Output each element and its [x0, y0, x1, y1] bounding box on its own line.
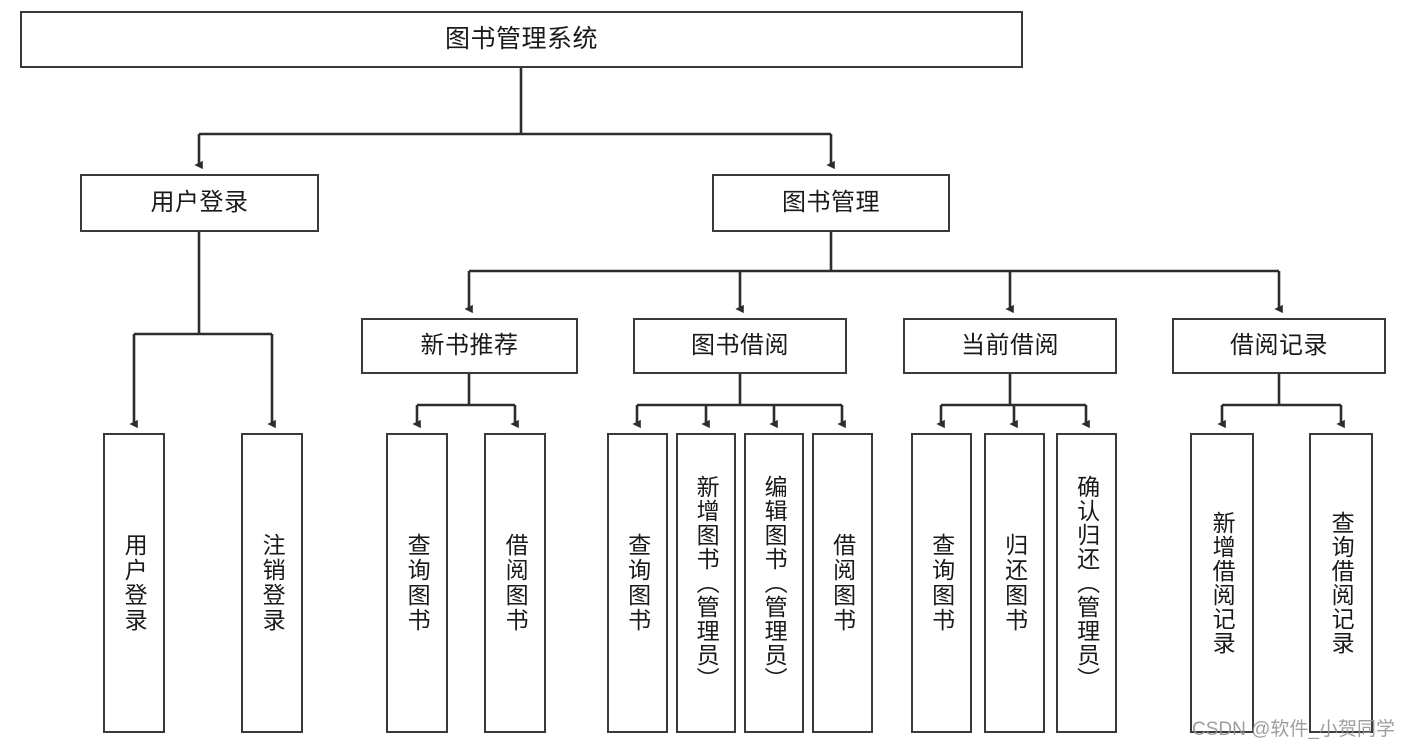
node-leaf-return-book-label: 归还图书: [1001, 533, 1028, 633]
node-leaf-confirm-return-label: 确认归还（管理员）: [1073, 475, 1100, 691]
node-leaf-confirm-return: 确认归还（管理员）: [1056, 433, 1117, 733]
node-leaf-query-loan-record-label: 查询借阅记录: [1328, 511, 1355, 655]
node-leaf-return-book: 归还图书: [984, 433, 1045, 733]
node-leaf-add-book-label: 新增图书（管理员）: [693, 475, 720, 691]
node-leaf-query-book-cur: 查询图书: [911, 433, 972, 733]
node-book-borrow: 图书借阅: [633, 318, 847, 374]
node-new-book-rec-label: 新书推荐: [420, 331, 519, 359]
node-leaf-user-login-label: 用户登录: [121, 533, 148, 633]
node-loan-record-label: 借阅记录: [1230, 331, 1328, 359]
node-leaf-query-book-rec: 查询图书: [386, 433, 448, 733]
node-book-borrow-label: 图书借阅: [691, 331, 789, 359]
node-leaf-add-book: 新增图书（管理员）: [676, 433, 736, 733]
node-leaf-user-login: 用户登录: [103, 433, 165, 733]
node-leaf-edit-book: 编辑图书（管理员）: [744, 433, 804, 733]
node-loan-record: 借阅记录: [1172, 318, 1386, 374]
node-user-login: 用户登录: [80, 174, 319, 232]
node-leaf-query-book-cur-label: 查询图书: [928, 533, 955, 633]
node-leaf-user-logout-label: 注销登录: [259, 533, 286, 633]
node-new-book-rec: 新书推荐: [361, 318, 578, 374]
node-leaf-borrow-book-rec: 借阅图书: [484, 433, 546, 733]
node-leaf-user-logout: 注销登录: [241, 433, 303, 733]
node-user-login-label: 用户登录: [150, 188, 249, 216]
node-current-loan: 当前借阅: [903, 318, 1117, 374]
node-leaf-borrow-book-bor-label: 借阅图书: [829, 533, 856, 633]
csdn-watermark: CSDN @软件_小贺同学: [1192, 719, 1395, 740]
node-leaf-query-loan-record: 查询借阅记录: [1309, 433, 1373, 733]
node-leaf-borrow-book-rec-label: 借阅图书: [502, 533, 529, 633]
node-leaf-query-book-bor: 查询图书: [607, 433, 668, 733]
node-leaf-query-book-bor-label: 查询图书: [624, 533, 651, 633]
node-root: 图书管理系统: [20, 11, 1023, 68]
node-root-label: 图书管理系统: [444, 24, 598, 53]
node-leaf-borrow-book-bor: 借阅图书: [812, 433, 873, 733]
node-book-manage: 图书管理: [712, 174, 950, 232]
node-leaf-add-loan-record-label: 新增借阅记录: [1209, 511, 1236, 655]
node-current-loan-label: 当前借阅: [961, 331, 1059, 359]
node-leaf-edit-book-label: 编辑图书（管理员）: [761, 475, 788, 691]
node-book-manage-label: 图书管理: [782, 188, 880, 216]
node-leaf-add-loan-record: 新增借阅记录: [1190, 433, 1254, 733]
node-leaf-query-book-rec-label: 查询图书: [404, 533, 431, 633]
